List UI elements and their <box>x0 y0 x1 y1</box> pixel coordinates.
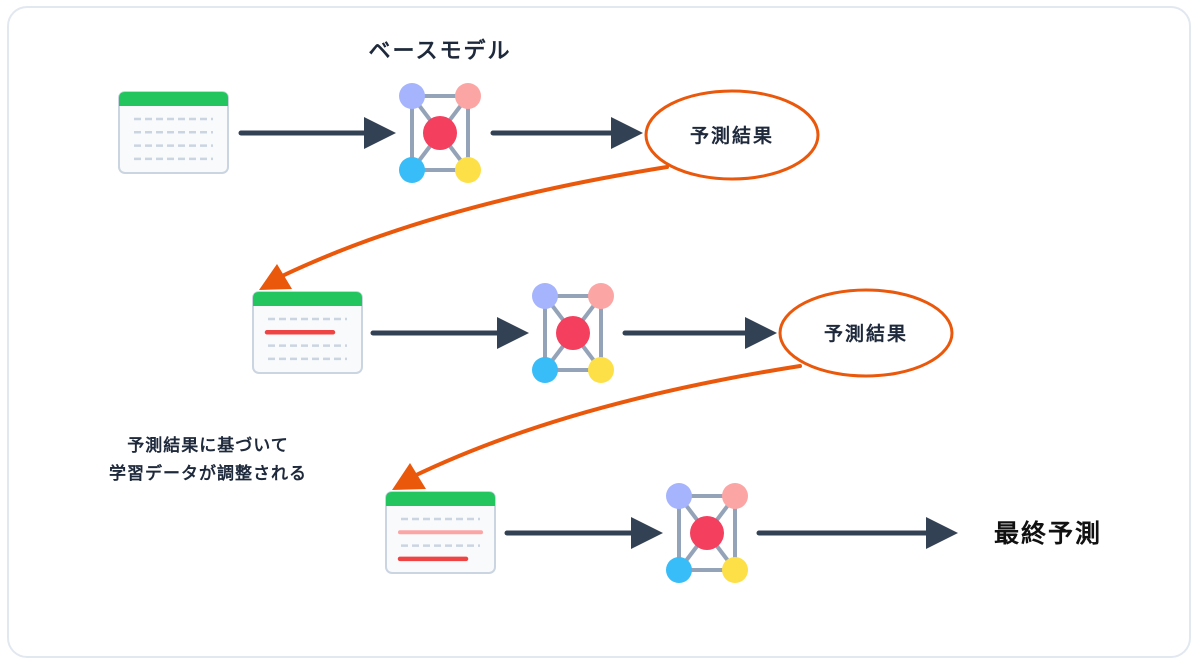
prediction-result-2-label: 予測結果 <box>824 322 908 345</box>
arrow-model1-to-prediction1 <box>490 117 643 149</box>
arrow-model3-to-final <box>756 517 958 549</box>
training-data-table-1 <box>118 91 229 174</box>
table-header <box>253 292 362 306</box>
model-node-center <box>690 516 724 550</box>
model-node-top-right <box>722 483 748 509</box>
model-node-bottom-left <box>666 557 692 583</box>
model-icon-1 <box>399 83 481 183</box>
model-node-top-right <box>455 83 481 109</box>
prediction-result-1-label: 予測結果 <box>690 124 774 147</box>
arrow-table3-to-model3 <box>504 517 663 549</box>
model-node-bottom-right <box>455 157 481 183</box>
prediction-result-1: 予測結果 <box>644 89 820 181</box>
prediction-result-2: 予測結果 <box>778 288 954 378</box>
model-node-top-left <box>666 483 692 509</box>
arrow-model2-to-prediction2 <box>622 317 777 349</box>
model-node-bottom-left <box>532 357 558 383</box>
model-node-top-left <box>399 83 425 109</box>
final-prediction-label: 最終予測 <box>994 519 1102 548</box>
model-node-bottom-right <box>722 557 748 583</box>
table-header <box>119 92 228 106</box>
feedback-arrow-2 <box>392 364 802 490</box>
adjustment-note-line-2: 学習データが調整される <box>109 463 307 484</box>
arrow-table1-to-model1 <box>238 117 396 149</box>
table-header <box>386 492 495 506</box>
training-data-table-3 <box>385 491 496 574</box>
model-icon-2 <box>532 283 614 383</box>
base-model-title: ベースモデル <box>369 38 512 64</box>
model-node-bottom-right <box>588 357 614 383</box>
model-node-center <box>423 116 457 150</box>
feedback-arrow-1 <box>259 165 669 290</box>
model-node-top-right <box>588 283 614 309</box>
model-node-center <box>556 316 590 350</box>
arrow-table2-to-model2 <box>370 317 529 349</box>
model-icon-3 <box>666 483 748 583</box>
model-node-bottom-left <box>399 157 425 183</box>
training-data-table-2 <box>252 291 363 374</box>
adjustment-note-line-1: 予測結果に基づいて <box>127 435 289 456</box>
model-node-top-left <box>532 283 558 309</box>
